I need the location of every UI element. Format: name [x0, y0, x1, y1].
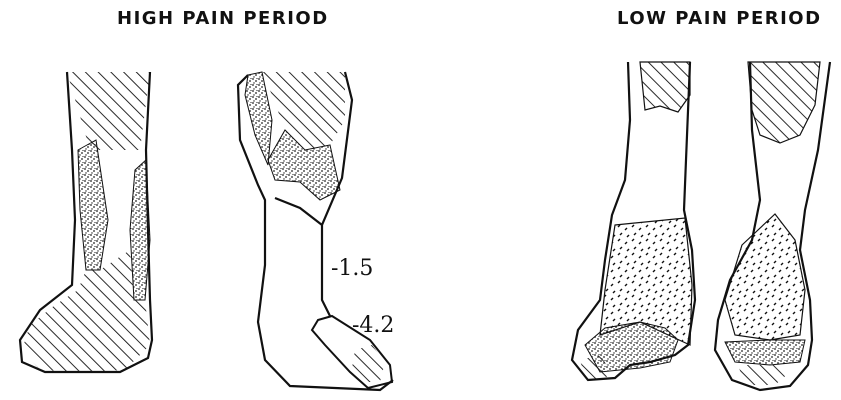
limb-low-right-dotted [725, 214, 805, 340]
limb-low-right [715, 62, 830, 390]
title-low-pain: LOW PAIN PERIOD [617, 8, 822, 29]
value-label-ankle: -1.5 [331, 256, 373, 281]
limb-high-medial-toe-hatched [352, 345, 385, 382]
limb-high-side-hatched [67, 72, 150, 150]
limb-low-left [572, 62, 695, 380]
limb-high-medial [238, 72, 393, 390]
limb-high-side-stippled-back [78, 140, 108, 270]
limb-low-right-hatched [748, 62, 820, 143]
value-label-toe: -4.2 [352, 313, 394, 338]
limb-high-medial-stippled-left [245, 72, 272, 165]
limb-low-left-hatched [640, 62, 690, 112]
title-high-pain: HIGH PAIN PERIOD [117, 8, 329, 29]
limb-low-right-hatched-toes [738, 365, 790, 385]
limb-high-medial-hatched [262, 72, 345, 150]
limb-low-right-stippled-toes [725, 340, 805, 365]
limb-high-side [20, 72, 152, 372]
